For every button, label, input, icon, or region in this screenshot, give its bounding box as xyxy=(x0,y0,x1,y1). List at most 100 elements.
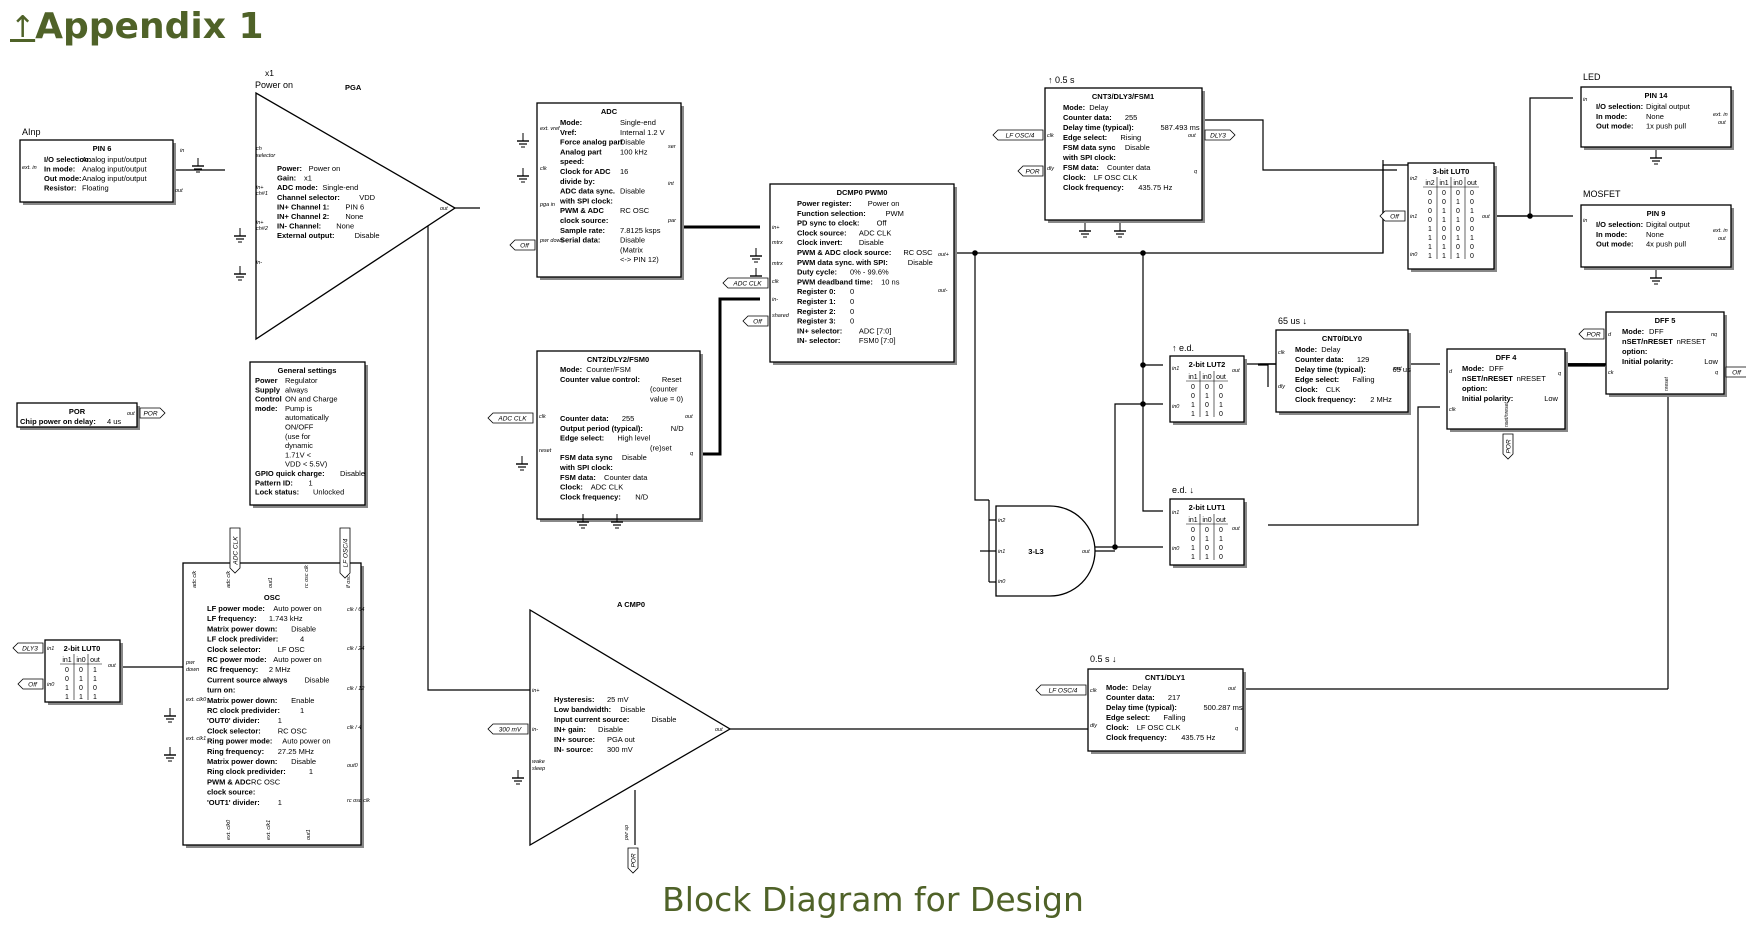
pin6-value: Analog input/output xyxy=(82,155,148,164)
cnt2-value: Reset xyxy=(662,375,683,384)
dff5-port: nreset xyxy=(1664,376,1670,391)
pin14-value: 1x push pull xyxy=(1646,122,1686,131)
osc-key: RC power mode: xyxy=(207,655,267,664)
pin14-value: None xyxy=(1646,112,1664,121)
dcmp0-value: Disable xyxy=(908,258,933,267)
cnt3-key: Clock: xyxy=(1063,173,1086,182)
pin6-key: I/O selection: xyxy=(44,155,91,164)
pin9-key: In mode: xyxy=(1596,230,1627,239)
lut1-header: out xyxy=(1216,517,1226,524)
adc-port: pwr down xyxy=(539,238,564,244)
cnt2-key: Mode: xyxy=(560,365,582,374)
lut2-cell: 0 xyxy=(1191,393,1195,400)
lut3-cell: 0 xyxy=(1442,226,1446,233)
general-key: Control xyxy=(255,395,282,404)
lut2-cell: 1 xyxy=(1205,411,1209,418)
lut0-cell: 1 xyxy=(65,685,69,692)
lut2-note: ↑ e.d. xyxy=(1172,343,1194,353)
lut2-cell: 1 xyxy=(1219,402,1223,409)
pin14-key: In mode: xyxy=(1596,112,1627,121)
lut1-cell: 1 xyxy=(1205,536,1209,543)
off-net-label-text: Off xyxy=(1390,214,1400,221)
lut3-port: out xyxy=(1482,214,1490,220)
general-value: 1.71V < xyxy=(285,450,312,459)
pin14-title: PIN 14 xyxy=(1645,91,1669,100)
cnt2-value: N/D xyxy=(635,492,649,501)
acmp0-key: Hysteresis: xyxy=(554,695,594,704)
junction-dot xyxy=(1140,362,1146,368)
lut3-cell: 0 xyxy=(1470,253,1474,260)
general-key: mode: xyxy=(255,404,278,413)
dff5-port: q xyxy=(1715,370,1719,376)
pga-top: x1 xyxy=(265,68,274,78)
lut1-cell: 0 xyxy=(1219,545,1223,552)
lut0-block xyxy=(44,639,121,703)
dcmp0-port: out+ xyxy=(938,252,950,258)
off-net-label xyxy=(742,315,769,327)
cnt1-port: q xyxy=(1235,726,1239,732)
lut0-cell: 1 xyxy=(93,676,97,683)
wire xyxy=(1258,364,1269,387)
dcmp0-value: RC OSC xyxy=(903,248,933,257)
lut0-cell: 0 xyxy=(79,685,83,692)
dcmp0-key: Register 1: xyxy=(797,297,836,306)
dcmp0-port: clk xyxy=(772,279,779,285)
off-net-label-text: Off xyxy=(28,682,38,689)
osc-title: OSC xyxy=(264,593,281,602)
adc-value: RC OSC xyxy=(620,206,650,215)
por-net-label-text: POR xyxy=(143,411,157,418)
osc-key: Clock selector: xyxy=(207,645,261,654)
lut3-cell: 1 xyxy=(1428,226,1432,233)
dcmp0-value: Off xyxy=(877,219,888,228)
cnt1-value: 500.287 ms xyxy=(1203,703,1242,712)
pin14-tag: LED xyxy=(1583,72,1601,82)
osc-key: turn on: xyxy=(207,686,235,695)
por-port: out xyxy=(127,411,135,417)
lut2-header: in0 xyxy=(1202,374,1211,381)
osc-value: 1 xyxy=(309,767,313,776)
cnt3-key: Delay time (typical): xyxy=(1063,123,1134,132)
adc-clk-net-label xyxy=(229,527,241,574)
adc-port: clk xyxy=(540,166,547,172)
lut3-header: in0 xyxy=(1453,180,1462,187)
lut0-cell: 1 xyxy=(93,694,97,701)
cnt0-key: Mode: xyxy=(1295,345,1317,354)
dff4-key: Mode: xyxy=(1462,364,1484,373)
general-value: automatically xyxy=(285,413,329,422)
lut3-cell: 1 xyxy=(1456,217,1460,224)
pin6-value: Analog input/output xyxy=(82,174,148,183)
pin9-port: in xyxy=(1583,218,1587,224)
lut1-cell: 0 xyxy=(1219,527,1223,534)
back-to-top-link[interactable]: ↑ xyxy=(10,10,36,45)
dcmp0-port: mtrx xyxy=(772,261,783,267)
pga-value: Power on xyxy=(309,164,341,173)
por-title: POR xyxy=(69,407,86,416)
adc-clk-net-label-text: ADC CLK xyxy=(233,536,240,566)
lut3-cell: 1 xyxy=(1428,244,1432,251)
pga-port: in- xyxy=(256,260,262,266)
adc-value: <-> PIN 12) xyxy=(620,255,659,264)
adc-key: clock source: xyxy=(560,216,608,225)
acmp0-port: out xyxy=(715,727,723,733)
pga-key: Channel selector: xyxy=(277,193,340,202)
adc-value: 7.8125 ksps xyxy=(620,226,661,235)
cnt3-port: out xyxy=(1188,133,1196,139)
por-net-label xyxy=(1017,165,1044,177)
general-key: Lock status: xyxy=(255,488,299,497)
off-net-label xyxy=(17,678,44,690)
lut2-port: in1 xyxy=(1172,366,1179,372)
dcmp0-value: 0 xyxy=(850,317,854,326)
cnt0-key: Delay time (typical): xyxy=(1295,365,1366,374)
dcmp0-key: IN+ selector: xyxy=(797,326,842,335)
dff5-title: DFF 5 xyxy=(1655,316,1676,325)
osc-value: RC OSC xyxy=(251,777,281,786)
lut1-port: out xyxy=(1232,526,1240,532)
adc-value: (Matrix xyxy=(620,245,643,254)
cnt3-block xyxy=(1044,87,1203,221)
cnt3-port: dly xyxy=(1047,166,1055,172)
lut3-cell: 1 xyxy=(1442,217,1446,224)
cnt2-key: Output period (typical): xyxy=(560,424,643,433)
wire xyxy=(974,253,989,501)
por-net-label xyxy=(1578,328,1605,340)
osc-value: RC OSC xyxy=(278,726,308,735)
